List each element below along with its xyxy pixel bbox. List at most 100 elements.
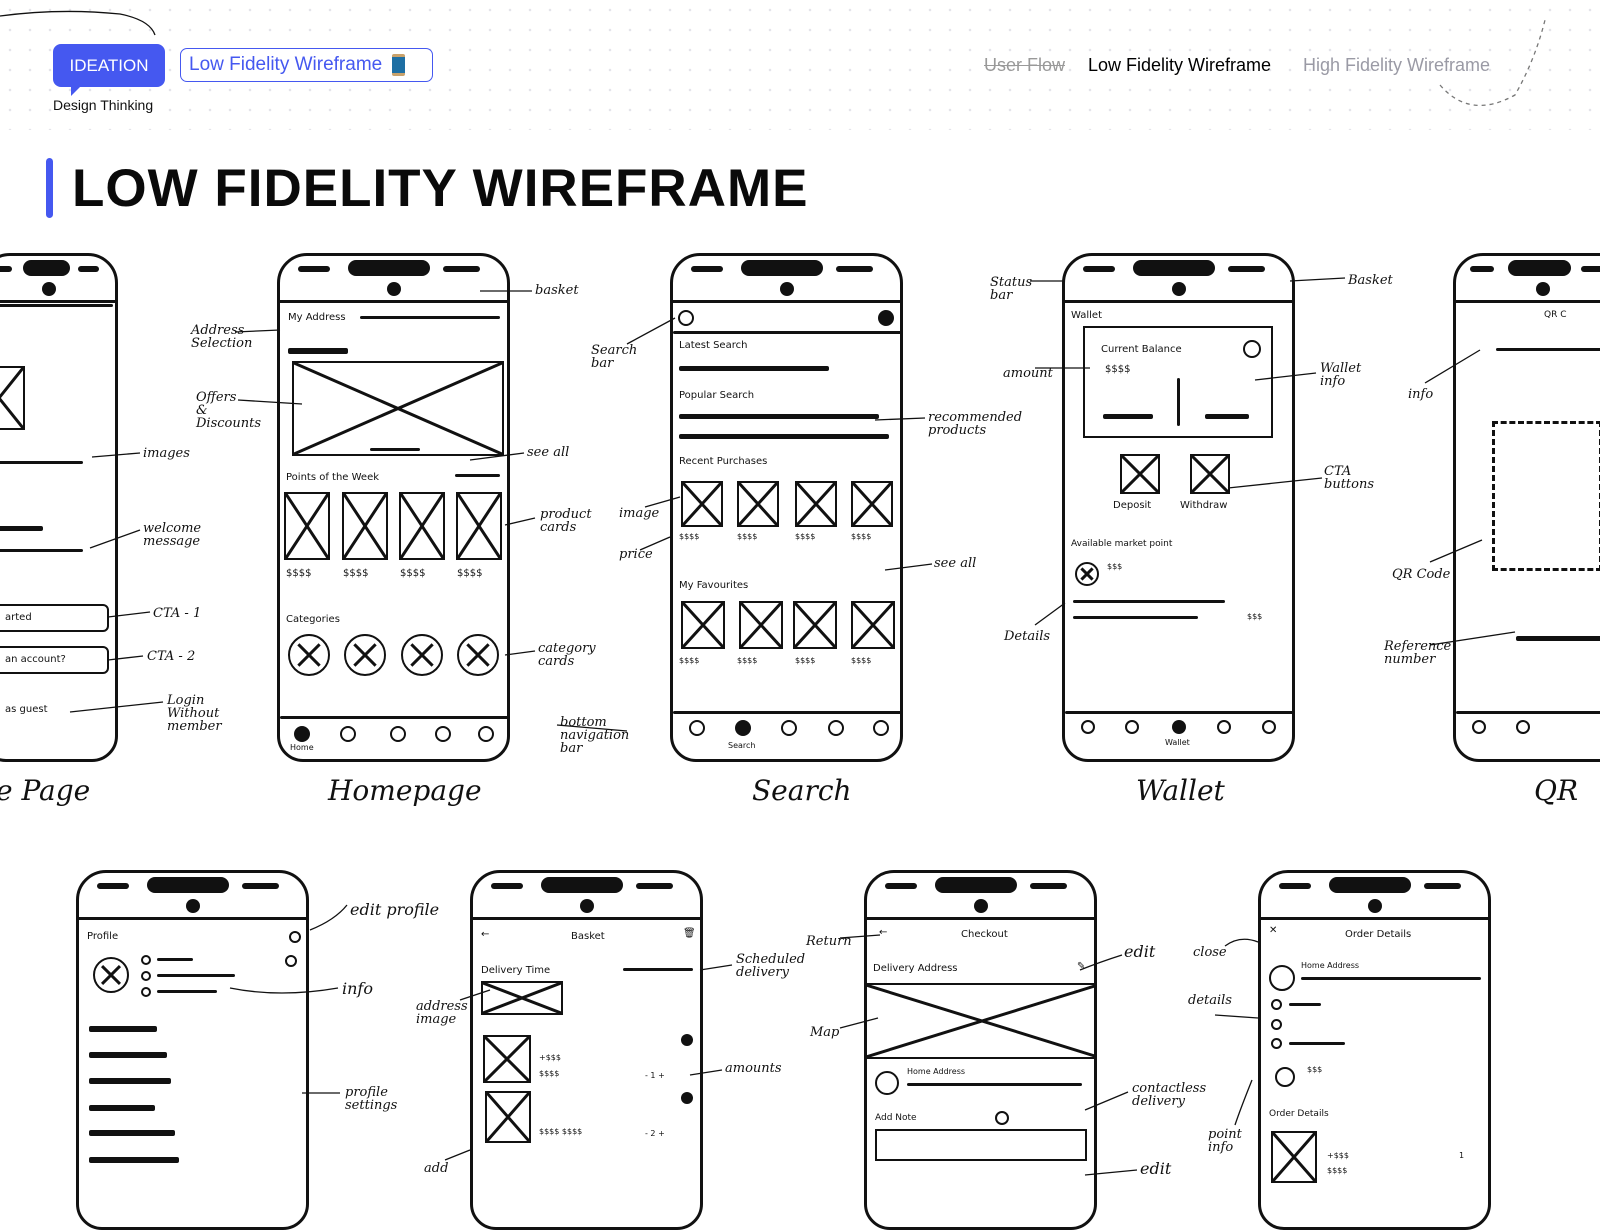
sketch-mark <box>673 331 900 334</box>
trash-icon[interactable]: 🗑 <box>683 928 696 939</box>
sketch-mark <box>1301 977 1481 980</box>
annotation: Scheduled delivery <box>736 952 806 980</box>
sketch-mark <box>157 990 217 993</box>
status-bar-mark <box>836 266 873 272</box>
sketch-mark <box>1516 636 1600 641</box>
sketch-mark <box>1496 348 1600 351</box>
category-placeholder <box>457 634 499 676</box>
sketch-text: $$$$ <box>1105 364 1131 375</box>
nav-low-fidelity[interactable]: Low Fidelity Wireframe <box>1088 55 1272 75</box>
sketch-mark <box>873 720 889 736</box>
status-separator <box>1261 917 1488 920</box>
guest-link[interactable]: as guest <box>5 704 48 715</box>
cta-1-button[interactable]: arted <box>0 604 109 632</box>
sketch-mark <box>679 434 889 439</box>
sketch-text: +$$$ <box>539 1053 561 1062</box>
sketch-text: Wallet <box>1071 310 1103 321</box>
sketch-text: Home Address <box>1301 961 1360 970</box>
placeholder-cross-icon <box>683 603 723 647</box>
placeholder-cross-icon <box>683 483 721 525</box>
back-icon[interactable]: ← <box>481 929 490 940</box>
cta-2-button[interactable]: an account? <box>0 646 109 674</box>
balance-card: Current Balance $$$$ <box>1083 326 1273 438</box>
sketch-text: $$$$ <box>457 568 483 579</box>
sketch-mark <box>1205 414 1249 419</box>
image-placeholder <box>795 481 837 527</box>
sketch-text: Add Note <box>875 1113 917 1123</box>
nav-user-flow[interactable]: User Flow <box>984 55 1066 75</box>
annotation: CTA - 2 <box>147 649 196 664</box>
sketch-text: $$$$ <box>1327 1166 1348 1175</box>
image-placeholder <box>483 1035 531 1083</box>
placeholder-cross-icon <box>853 603 893 647</box>
sketch-mark <box>1065 711 1292 714</box>
sketch-text: Delivery Address <box>873 963 958 974</box>
placeholder-cross-icon <box>290 636 328 674</box>
sketch-text: Order Details <box>1269 1109 1329 1119</box>
placeholder-cross-icon <box>487 1093 529 1141</box>
sketch-text: My Favourites <box>679 580 749 591</box>
status-separator <box>280 300 507 303</box>
spool-of-thread-icon <box>392 54 406 76</box>
sketch-mark <box>1103 414 1153 419</box>
sketch-mark <box>157 958 193 961</box>
status-bar-mark <box>1228 266 1265 272</box>
search-bar[interactable] <box>678 310 694 326</box>
sketch-text: $$$$ <box>737 532 758 541</box>
sketch-text: Basket <box>571 931 605 942</box>
offers-banner[interactable] <box>292 361 504 456</box>
status-separator <box>79 917 306 920</box>
annotation: CTA buttons <box>1324 464 1375 492</box>
nav-search[interactable]: Search <box>728 741 756 750</box>
annotation: amounts <box>725 1061 782 1076</box>
categories-label: Categories <box>286 614 340 625</box>
sketch-mark <box>288 348 348 354</box>
sketch-text: $$$$ <box>539 1069 560 1078</box>
sketch-mark <box>478 726 494 742</box>
phone-order-details: ✕ Order Details Home Address $$$ Order D… <box>1258 870 1491 1230</box>
title-accent-bar <box>46 158 53 218</box>
edit-profile-button[interactable] <box>289 931 301 943</box>
placeholder-cross-icon <box>795 603 835 647</box>
sketch-mark <box>1275 1067 1295 1087</box>
sketch-mark <box>1289 1042 1345 1045</box>
nav-wallet[interactable]: Wallet <box>1165 738 1190 747</box>
annotation: info <box>1408 387 1434 402</box>
deposit-button[interactable] <box>1120 454 1160 494</box>
nav-high-fidelity[interactable]: High Fidelity Wireframe <box>1303 55 1491 75</box>
camera-dot <box>42 282 56 296</box>
notch <box>935 877 1017 893</box>
close-icon[interactable]: ✕ <box>1269 925 1278 936</box>
sketch-text: $$$ <box>1307 1065 1323 1074</box>
camera-dot <box>185 899 200 913</box>
withdraw-button[interactable] <box>1190 454 1230 494</box>
placeholder-cross-icon <box>867 985 1094 1057</box>
notch <box>541 877 623 893</box>
sketch-mark <box>89 1130 175 1136</box>
sketch-text: Latest Search <box>679 340 748 351</box>
annotation: close <box>1193 945 1227 960</box>
nav-home[interactable]: Home <box>290 743 314 752</box>
pencil-icon[interactable]: ✎ <box>1077 961 1086 972</box>
sketch-mark <box>781 720 797 736</box>
back-icon[interactable]: ← <box>879 927 888 938</box>
image-placeholder <box>481 981 563 1015</box>
notch <box>1508 260 1571 276</box>
note-input[interactable] <box>875 1129 1087 1161</box>
annotation: category cards <box>538 641 596 669</box>
subtitle: Design Thinking <box>53 97 154 113</box>
sketch-mark <box>1243 340 1261 358</box>
caption-qr: QR <box>1534 774 1579 807</box>
sketch-mark <box>1472 720 1486 734</box>
annotation: basket <box>535 283 579 298</box>
placeholder-cross-icon <box>485 1037 529 1081</box>
annotation: image <box>619 506 660 521</box>
contactless-toggle[interactable] <box>995 1111 1009 1125</box>
camera-dot <box>779 282 794 296</box>
sketch-text: - 2 + <box>645 1129 665 1138</box>
sketch-mark <box>673 711 900 714</box>
sketch-text: $$$$ $$$$ <box>539 1127 583 1136</box>
annotation: info <box>342 979 373 998</box>
image-placeholder <box>851 601 895 649</box>
status-bar-mark <box>1469 266 1495 272</box>
